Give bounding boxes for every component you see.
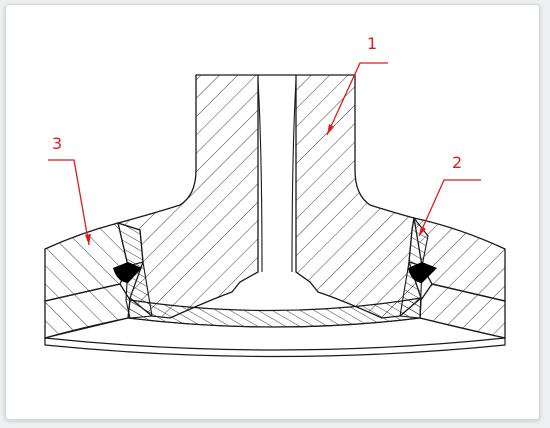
callout-3: 3 <box>48 134 91 246</box>
valve-body-right-half <box>295 74 422 319</box>
callout-2-label: 2 <box>452 153 462 172</box>
central-bore <box>257 74 297 273</box>
callout-2: 2 <box>418 153 481 237</box>
callout-1-label: 1 <box>367 34 377 53</box>
left-ring-part <box>44 222 131 339</box>
right-weld-bead <box>408 262 437 283</box>
callout-3-label: 3 <box>52 134 62 153</box>
left-weld <box>113 222 153 319</box>
callout-1: 1 <box>326 34 388 136</box>
bottom-disk <box>44 297 506 358</box>
left-weld-bead <box>113 262 142 283</box>
